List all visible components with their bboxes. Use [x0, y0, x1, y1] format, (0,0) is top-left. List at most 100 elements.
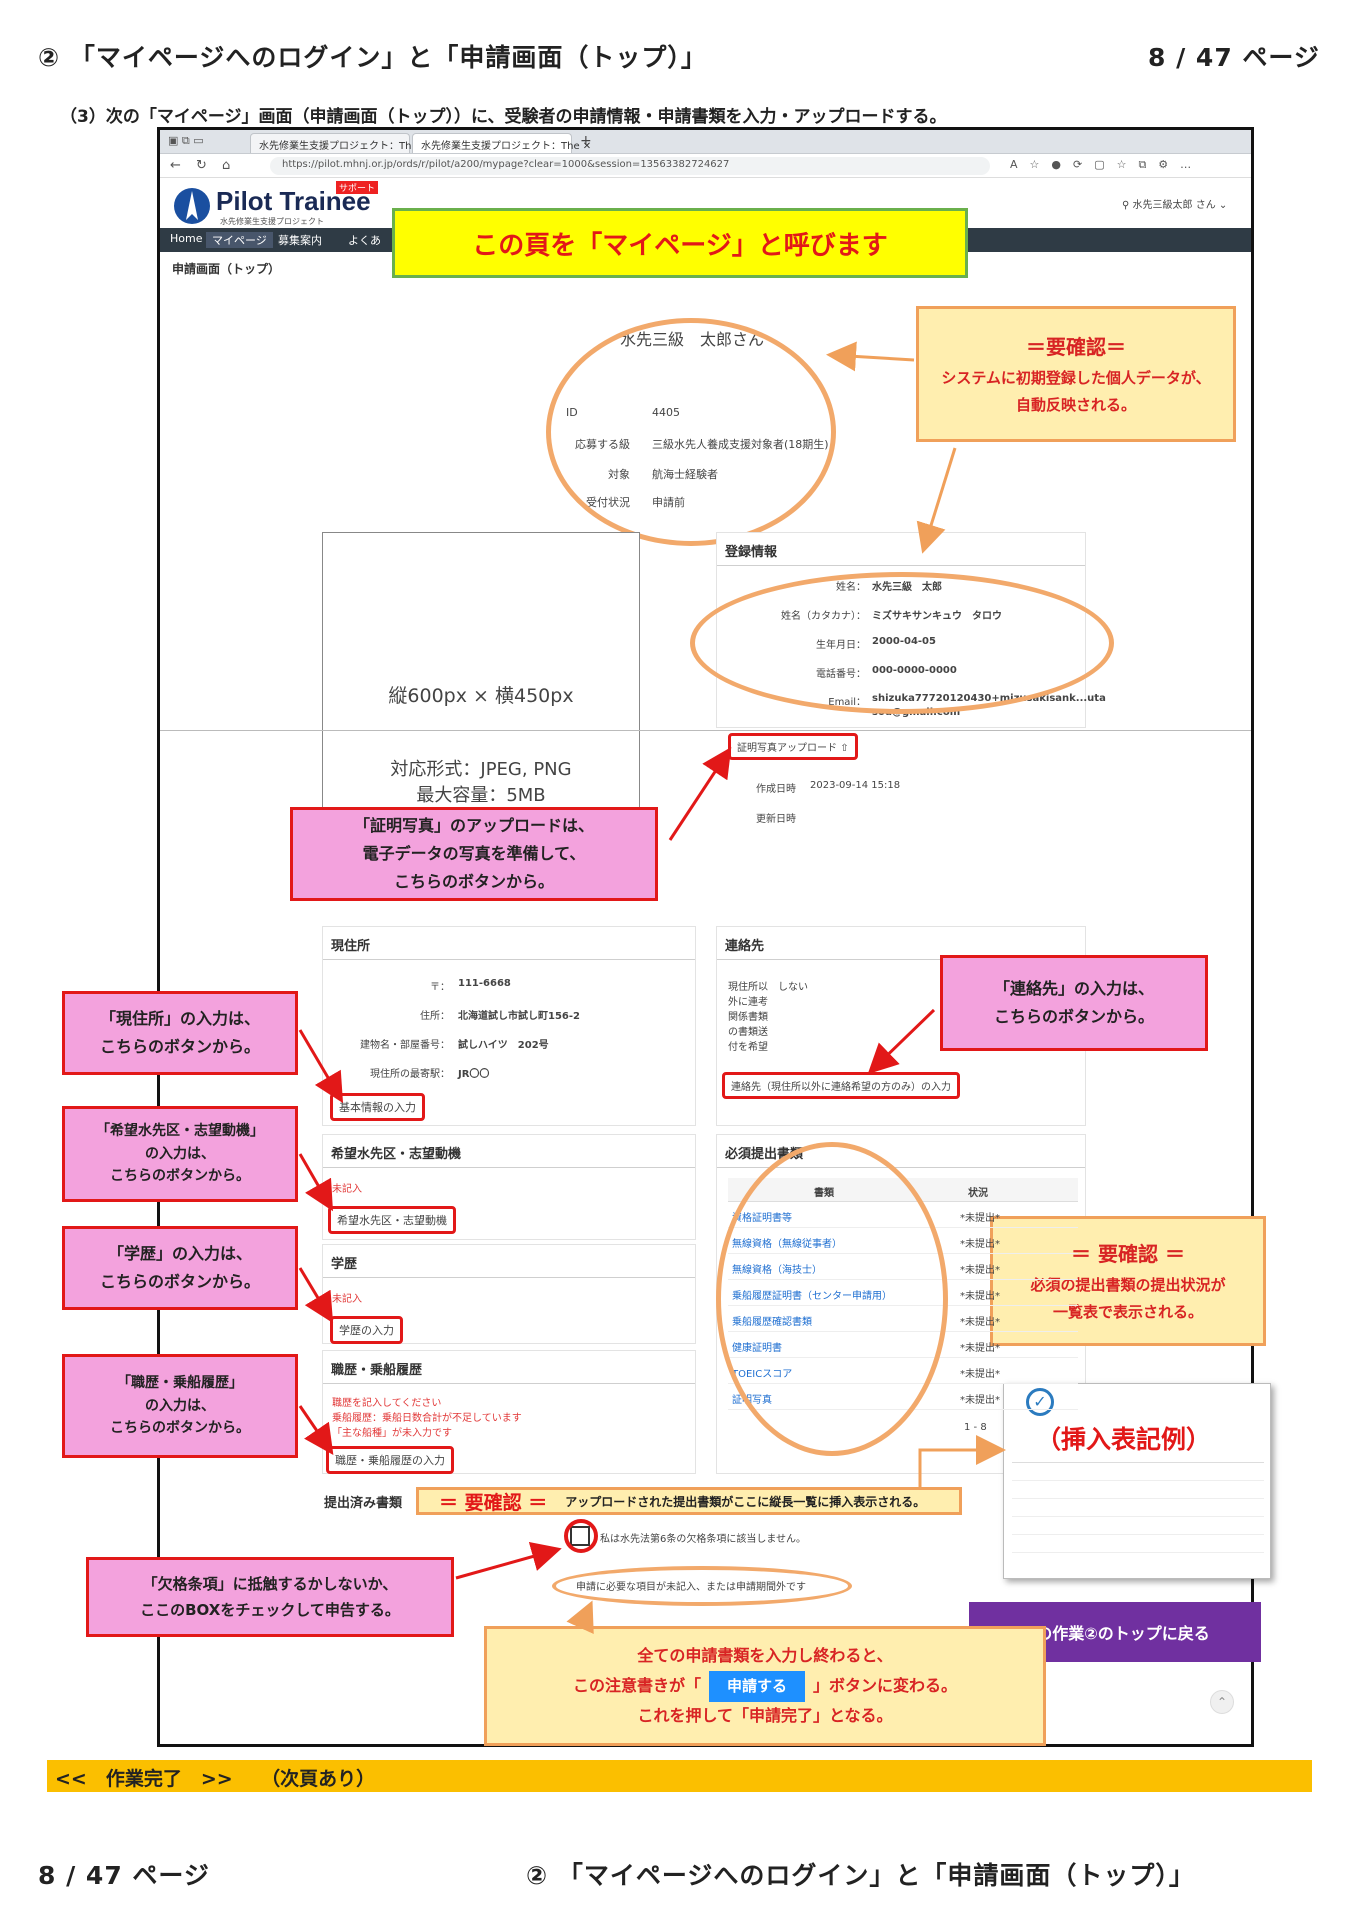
browser-toolbar-icons[interactable]: A☆●⟳▢☆⧉⚙…: [1010, 158, 1204, 171]
user-menu[interactable]: ⚲ 水先三級太郎 さん ⌄: [1122, 200, 1228, 211]
confirm-title: ＝ 要確認 ＝: [1071, 1242, 1185, 1266]
address-card: 現住所: [322, 926, 696, 1126]
final-line-2b: 」ボタンに変わる。: [813, 1675, 958, 1695]
notice-highlight-ellipse: [552, 1566, 852, 1606]
note-line: 「希望水先区・志望動機」: [96, 1123, 264, 1140]
education-title: 学歴: [331, 1257, 358, 1272]
addr-station-value: JR〇〇: [458, 1069, 490, 1080]
career-title: 職歴・乗船履歴: [331, 1363, 423, 1378]
footer-section-title: ② 「マイページへのログイン」と「申請画面（トップ）」: [526, 1861, 1195, 1890]
final-line-2: この注意書きが「 申請する 」ボタンに変わる。: [573, 1670, 958, 1702]
photo-max-size: 最大容量：5MB: [416, 785, 546, 806]
menu-mypage[interactable]: マイページ: [206, 232, 273, 248]
addr-station-label: 現住所の最寄駅：: [370, 1069, 450, 1080]
check-circle-icon: ✓: [1026, 1388, 1054, 1416]
note-line: 「現住所」の入力は、: [99, 1009, 260, 1028]
document-status: *未提出*: [960, 1239, 1000, 1250]
browser-window-icons: ▣ ⧉ ▭: [168, 134, 204, 147]
final-line-1: 全ての申請書類を入力し終わると、: [637, 1645, 893, 1665]
site-logo-subtitle: 水先修業生支援プロジェクト: [220, 217, 324, 226]
final-apply-note: 全ての申請書類を入力し終わると、 この注意書きが「 申請する 」ボタンに変わる。…: [484, 1626, 1046, 1746]
confirm-line: 自動反映される。: [1015, 396, 1136, 414]
work-complete-bar: << 作業完了 >> （次頁あり）: [47, 1760, 1312, 1792]
document-status: *未提出*: [960, 1395, 1000, 1406]
footer-page-number: 8 / 47 ページ: [38, 1861, 210, 1890]
document-status: *未提出*: [960, 1213, 1000, 1224]
region-input-button[interactable]: 希望水先区・志望動機: [328, 1206, 456, 1234]
confirm-documents-note: ＝ 要確認 ＝ 必須の提出書類の提出状況が 一覧表で表示される。: [990, 1216, 1266, 1346]
document-status: *未提出*: [960, 1317, 1000, 1328]
upload-icon: ⇧: [840, 743, 849, 754]
document-status: *未提出*: [960, 1265, 1000, 1276]
education-note: 「学歴」の入力は、 こちらのボタンから。: [62, 1226, 298, 1310]
submitted-confirm-note: ＝ 要確認 ＝ アップロードされた提出書類がここに縦長一覧に挿入表示される。: [416, 1487, 962, 1515]
basic-info-button[interactable]: 基本情報の入力: [330, 1093, 425, 1121]
document-status: *未提出*: [960, 1369, 1000, 1380]
home-icon[interactable]: ⌂: [222, 158, 231, 173]
note-line: 「連絡先」の入力は、: [993, 979, 1154, 998]
divider: [717, 565, 1085, 566]
arrow: [298, 1405, 334, 1455]
addr-addr-label: 住所：: [420, 1011, 450, 1022]
contact-text-4: の書類送: [728, 1027, 768, 1038]
career-warning-3: 「主な船種」が未入力です: [332, 1428, 452, 1439]
menu-recruit[interactable]: 募集案内: [278, 234, 322, 247]
logo-badge: サポート: [336, 181, 379, 194]
created-label: 作成日時: [756, 784, 796, 795]
note-line: 電子データの写真を準備して、: [362, 844, 586, 863]
arrow: [298, 1153, 333, 1212]
arrow: [918, 1435, 1006, 1490]
step-instruction: （3）次の「マイページ」画面（申請画面（トップ））に、受験者の申請情報・申請書類…: [60, 107, 947, 127]
menu-faq[interactable]: よくあ: [348, 234, 381, 247]
updated-label: 更新日時: [756, 814, 796, 825]
registration-title: 登録情報: [725, 545, 778, 560]
divider: [323, 959, 695, 960]
photo-format: 対応形式：JPEG, PNG: [390, 759, 572, 780]
new-tab-icon[interactable]: +: [580, 133, 592, 149]
addr-zip-value: 111-6668: [458, 978, 511, 989]
scroll-top-icon[interactable]: ⌃: [1210, 1690, 1234, 1714]
menu-home[interactable]: Home: [170, 232, 203, 245]
education-status: 未記入: [332, 1294, 362, 1305]
reload-icon[interactable]: ↻: [196, 158, 207, 173]
career-input-button[interactable]: 職歴・乗船履歴の入力: [326, 1446, 454, 1474]
divider: [323, 1167, 695, 1168]
apply-button[interactable]: 申請する: [708, 1670, 805, 1702]
career-warning-2: 乗船履歴：乗船日数合計が不足しています: [332, 1413, 522, 1424]
back-icon[interactable]: ←: [170, 158, 181, 173]
region-title: 希望水先区・志望動機: [331, 1147, 462, 1162]
tab-title: 水先修業生支援プロジェクト：The: [421, 141, 580, 152]
document-status: *未提出*: [960, 1291, 1000, 1302]
divider: [717, 1167, 1085, 1168]
addr-building-value: 試しハイツ 202号: [458, 1040, 549, 1051]
confirm-line: システムに初期登録した個人データが、: [941, 369, 1211, 387]
arrow: [826, 341, 915, 372]
url-field[interactable]: https://pilot.mhnj.or.jp/ords/r/pilot/a2…: [270, 157, 990, 175]
section-title: ② 「マイページへのログイン」と「申請画面（トップ）」: [38, 43, 707, 72]
photo-size: 縦600px × 横450px: [388, 685, 574, 707]
documents-highlight-ellipse: [716, 1142, 948, 1456]
addr-addr-value: 北海道試し市試し町156-2: [458, 1011, 580, 1022]
contact-text-3: 関係書類: [728, 1012, 768, 1023]
documents-pager: 1 - 8: [964, 1422, 987, 1433]
note-line: こちらのボタンから。: [993, 1007, 1154, 1026]
insert-example-label: （挿入表記例）: [1036, 1425, 1212, 1454]
note-line: の入力は、: [145, 1145, 215, 1162]
checkbox-highlight-circle: [564, 1519, 598, 1553]
arrow: [298, 1267, 334, 1324]
divider: [160, 730, 1251, 731]
contact-input-button[interactable]: 連絡先（現住所以外に連絡希望の方のみ）の入力: [722, 1072, 960, 1099]
note-line: ここのBOXをチェックして申告する。: [140, 1601, 400, 1619]
confirm-line: 一覧表で表示される。: [1052, 1303, 1203, 1321]
divider: [323, 1277, 695, 1278]
education-input-button[interactable]: 学歴の入力: [330, 1316, 403, 1344]
profile-highlight-ellipse: [546, 318, 836, 546]
created-value: 2023-09-14 15:18: [810, 780, 901, 791]
arrow: [668, 746, 732, 841]
arrow: [916, 447, 957, 554]
user-name: 水先三級太郎 さん: [1132, 200, 1216, 211]
contact-text-1: 現住所以 しない: [728, 982, 808, 993]
photo-upload-button[interactable]: 証明写真アップロード ⇧: [728, 733, 858, 760]
contact-text-5: 付を希望: [728, 1042, 768, 1053]
